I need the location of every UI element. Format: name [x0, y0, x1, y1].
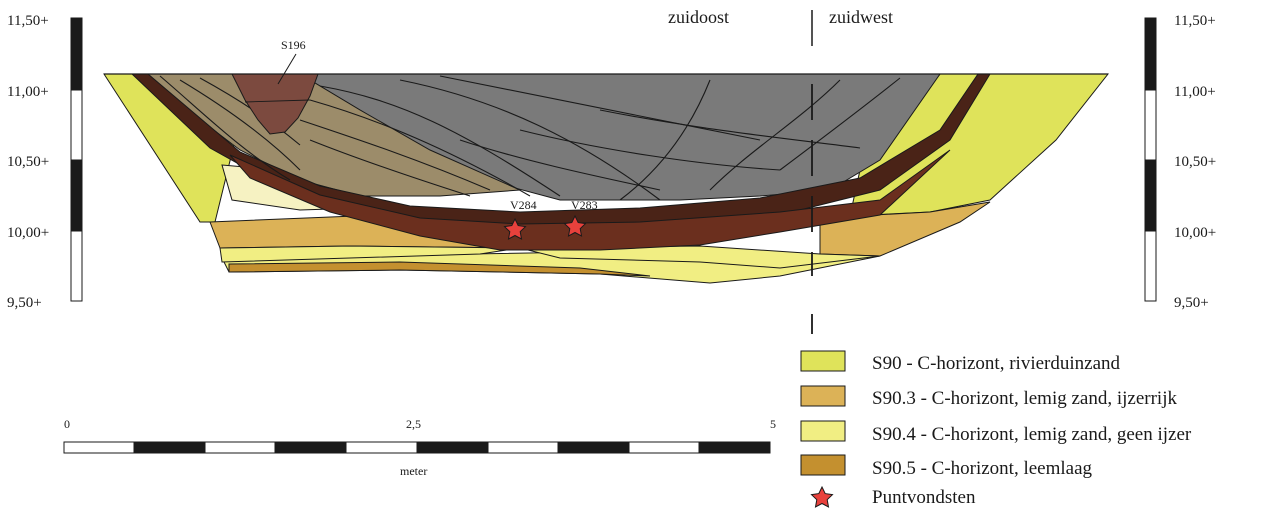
layer-s90-4-left — [219, 245, 521, 263]
left-tick-label: 11,50+ — [7, 13, 49, 29]
left-tick-label: 11,00+ — [7, 84, 49, 100]
find-label: V283 — [571, 198, 598, 212]
scale-unit-label: meter — [400, 464, 427, 478]
find-label: V284 — [510, 198, 537, 212]
soil-profile — [103, 73, 1110, 284]
distance-scale: 0 2,5 5 meter — [63, 417, 776, 478]
star-icon — [563, 214, 587, 237]
legend-label: S90 - C-horizont, rivierduinzand — [872, 353, 1121, 374]
right-elevation-bar: 11,50+ 11,00+ 10,50+ 10,00+ 9,50+ — [1144, 13, 1216, 311]
feature-label-s196: S196 — [281, 38, 306, 52]
scale-tick-label: 5 — [770, 417, 776, 431]
layer-s90-5 — [228, 261, 651, 277]
legend-item: Puntvondsten — [810, 485, 976, 508]
legend-item: S90 - C-horizont, rivierduinzand — [800, 350, 1121, 374]
left-tick-label: 10,50+ — [7, 154, 49, 170]
star-icon — [503, 217, 527, 240]
scale-tick-label: 2,5 — [406, 417, 421, 431]
pit-band-inner — [229, 149, 951, 251]
legend-label: S90.4 - C-horizont, lemig zand, geen ijz… — [872, 424, 1192, 445]
left-tick-label: 10,00+ — [7, 225, 49, 241]
right-tick-label: 11,00+ — [1174, 84, 1216, 100]
left-elevation-bar: 11,50+ 11,00+ 10,50+ 10,00+ 9,50+ — [7, 13, 83, 311]
left-tick-label: 9,50+ — [7, 295, 42, 311]
legend-item: S90.5 - C-horizont, leemlaag — [800, 454, 1093, 479]
right-tick-label: 10,50+ — [1174, 154, 1216, 170]
star-icon — [810, 485, 834, 508]
feature-s196 — [231, 73, 319, 135]
legend-item: S90.3 - C-horizont, lemig zand, ijzerrij… — [800, 385, 1177, 409]
layer-s90-4-mid — [519, 245, 881, 269]
right-tick-label: 11,50+ — [1174, 13, 1216, 29]
find-marker: V284 — [503, 198, 537, 240]
legend-item: S90.4 - C-horizont, lemig zand, geen ijz… — [800, 420, 1192, 445]
legend: S90 - C-horizont, rivierduinzand S90.3 -… — [800, 350, 1192, 508]
find-marker: V283 — [563, 198, 598, 237]
right-tick-label: 9,50+ — [1174, 295, 1209, 311]
orientation-label-southwest: zuidwest — [829, 7, 893, 27]
legend-label: S90.3 - C-horizont, lemig zand, ijzerrij… — [872, 388, 1177, 409]
legend-label: S90.5 - C-horizont, leemlaag — [872, 458, 1093, 479]
right-tick-label: 10,00+ — [1174, 225, 1216, 241]
scale-tick-label: 0 — [64, 417, 70, 431]
legend-label: Puntvondsten — [872, 487, 976, 508]
orientation-label-southeast: zuidoost — [668, 7, 729, 27]
